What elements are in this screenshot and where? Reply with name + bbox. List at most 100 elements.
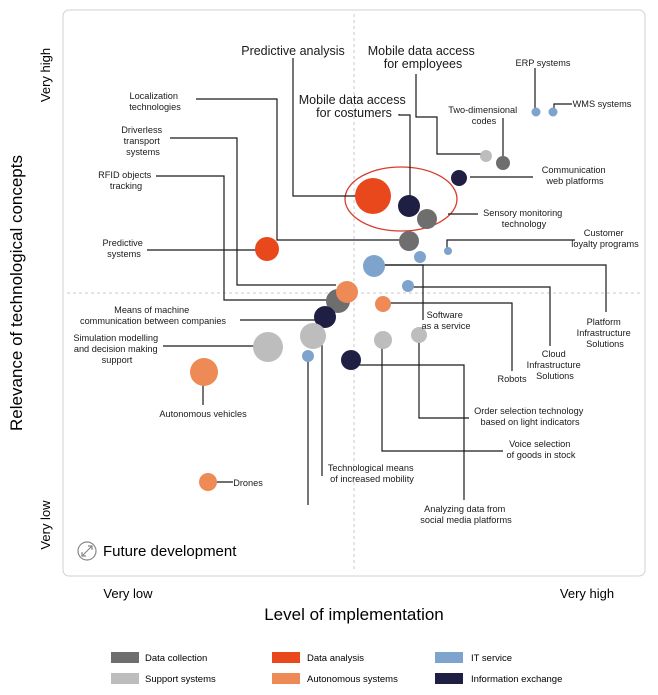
- label-mobile-costumers: Mobile data access for costumers: [299, 93, 410, 120]
- label-predictive-systems-l1: Predictive: [103, 238, 143, 248]
- bubble-driverless-transport[interactable]: [414, 251, 426, 263]
- label-mobile-employees-l2: for employees: [384, 57, 463, 71]
- label-social-media-l1: Analyzing data from: [424, 504, 506, 514]
- legend-swatch-autonomous-systems: [272, 673, 300, 684]
- label-voice-selection-l1: Voice selection: [509, 439, 570, 449]
- label-robots: Robots: [497, 374, 527, 384]
- bubble-predictive-systems[interactable]: [255, 237, 279, 261]
- legend-swatch-it-service: [435, 652, 463, 663]
- bubble-rfid-tracking[interactable]: [363, 255, 385, 277]
- bubble-mobile-data-employees[interactable]: [480, 150, 492, 162]
- annotations: Predictive analysis Mobile data access f…: [73, 44, 639, 525]
- label-social-media: Analyzing data from social media platfor…: [420, 504, 512, 525]
- label-autonomous-vehicles: Autonomous vehicles: [159, 409, 247, 419]
- bubble-support-systems-unlabeled[interactable]: [300, 323, 326, 349]
- label-voice-selection: Voice selection of goods in stock: [507, 439, 576, 460]
- label-mobile-costumers-l2: for costumers: [316, 106, 392, 120]
- label-sensory-monitoring: Sensory monitoring technology: [483, 208, 565, 229]
- label-drones: Drones: [233, 478, 263, 488]
- highlight-ellipse: [344, 166, 458, 232]
- label-wms-systems: WMS systems: [573, 99, 632, 109]
- label-voice-selection-l2: of goods in stock: [507, 450, 576, 460]
- label-communication-web: Communication web platforms: [542, 165, 608, 186]
- label-rfid-tracking: RFID objects tracking: [98, 170, 154, 191]
- x-tick-very-high: Very high: [560, 586, 614, 601]
- label-predictive-systems-l2: systems: [107, 249, 141, 259]
- label-localization-technologies-l2: technologies: [129, 102, 181, 112]
- label-driverless-transport-l2: transport: [124, 136, 161, 146]
- bubble-order-selection[interactable]: [411, 327, 427, 343]
- future-development-label: Future development: [103, 543, 237, 560]
- label-platform-infrastructure: Platform Infrastructure Solutions: [577, 317, 634, 349]
- bubble-mobile-data-costumers[interactable]: [398, 195, 420, 217]
- label-sensory-monitoring-l2: technology: [502, 219, 547, 229]
- label-rfid-tracking-l2: tracking: [110, 181, 142, 191]
- label-predictive-analysis: Predictive analysis: [241, 44, 345, 58]
- bubble-communication-web-platforms[interactable]: [451, 170, 467, 186]
- label-two-dimensional-codes-l1: Two-dimensional: [448, 105, 517, 115]
- bubble-voice-selection[interactable]: [374, 331, 392, 349]
- bubble-erp-systems[interactable]: [531, 107, 541, 117]
- label-cloud-infrastructure: Cloud Infrastructure Solutions: [527, 349, 584, 381]
- bubble-wms-systems[interactable]: [548, 107, 558, 117]
- bubble-localization-technologies[interactable]: [399, 231, 419, 251]
- label-order-selection-l1: Order selection technology: [474, 406, 584, 416]
- bubble-social-media-analysis[interactable]: [341, 350, 361, 370]
- label-two-dimensional-codes-l2: codes: [472, 116, 497, 126]
- label-platform-infrastructure-l3: Solutions: [586, 339, 624, 349]
- bubble-two-dimensional-codes[interactable]: [496, 156, 510, 170]
- future-development-icon: [77, 541, 97, 561]
- label-driverless-transport: Driverless transport systems: [121, 125, 164, 157]
- bubble-customer-loyalty[interactable]: [444, 247, 452, 255]
- x-tick-very-low: Very low: [103, 586, 153, 601]
- label-machine-communication-l1: Means of machine: [114, 305, 189, 315]
- label-two-dimensional-codes: Two-dimensional codes: [448, 105, 520, 126]
- label-software-service: Software as a service: [421, 310, 470, 331]
- legend-label-data-collection: Data collection: [145, 653, 207, 664]
- bubble-drones[interactable]: [199, 473, 217, 491]
- bubbles: [190, 107, 558, 491]
- label-social-media-l2: social media platforms: [420, 515, 512, 525]
- label-simulation-modelling-l1: Simulation modelling: [73, 333, 158, 343]
- bubble-robots[interactable]: [336, 281, 358, 303]
- label-localization-technologies-l1: Localization: [129, 91, 178, 101]
- label-cloud-infrastructure-l1: Cloud: [542, 349, 566, 359]
- label-order-selection: Order selection technology based on ligh…: [474, 406, 586, 427]
- label-software-service-l1: Software: [427, 310, 463, 320]
- label-order-selection-l2: based on light indicators: [480, 417, 579, 427]
- label-erp-systems: ERP systems: [516, 58, 571, 68]
- y-tick-very-low: Very low: [38, 500, 53, 550]
- legend-label-data-analysis: Data analysis: [307, 653, 364, 664]
- label-mobile-employees: Mobile data access for employees: [368, 44, 479, 71]
- label-cloud-infrastructure-l3: Solutions: [536, 371, 574, 381]
- bubble-software-as-service[interactable]: [375, 296, 391, 312]
- bubble-simulation-modelling[interactable]: [253, 332, 283, 362]
- y-axis-label: Relevance of technological concepts: [7, 155, 26, 431]
- bubble-platform-infrastructure[interactable]: [402, 280, 414, 292]
- label-predictive-systems: Predictive systems: [103, 238, 146, 259]
- legend-label-information-exchange: Information exchange: [471, 674, 562, 685]
- label-customer-loyalty-l2: loyalty programs: [571, 239, 639, 249]
- bubble-predictive-analysis[interactable]: [355, 178, 391, 214]
- label-driverless-transport-l3: systems: [126, 147, 160, 157]
- label-simulation-modelling-l2: and decision making: [74, 344, 158, 354]
- bubble-autonomous-vehicles[interactable]: [190, 358, 218, 386]
- legend-swatch-data-collection: [111, 652, 139, 663]
- legend-swatch-data-analysis: [272, 652, 300, 663]
- x-axis-label: Level of implementation: [264, 605, 444, 624]
- label-customer-loyalty: Customer loyalty programs: [571, 228, 639, 249]
- label-increased-mobility-l1: Technological means: [328, 463, 414, 473]
- leader-lines: [147, 58, 607, 505]
- label-simulation-modelling-l3: support: [102, 355, 133, 365]
- label-rfid-tracking-l1: RFID objects: [98, 170, 152, 180]
- bubble-machine-communication[interactable]: [314, 306, 336, 328]
- label-sensory-monitoring-l1: Sensory monitoring: [483, 208, 562, 218]
- label-mobile-costumers-l1: Mobile data access: [299, 93, 406, 107]
- bubble-sensory-monitoring[interactable]: [417, 209, 437, 229]
- bubble-increased-mobility[interactable]: [302, 350, 314, 362]
- legend-label-support-systems: Support systems: [145, 674, 216, 685]
- label-increased-mobility: Technological means of increased mobilit…: [328, 463, 416, 484]
- label-software-service-l2: as a service: [421, 321, 470, 331]
- label-customer-loyalty-l1: Customer: [584, 228, 624, 238]
